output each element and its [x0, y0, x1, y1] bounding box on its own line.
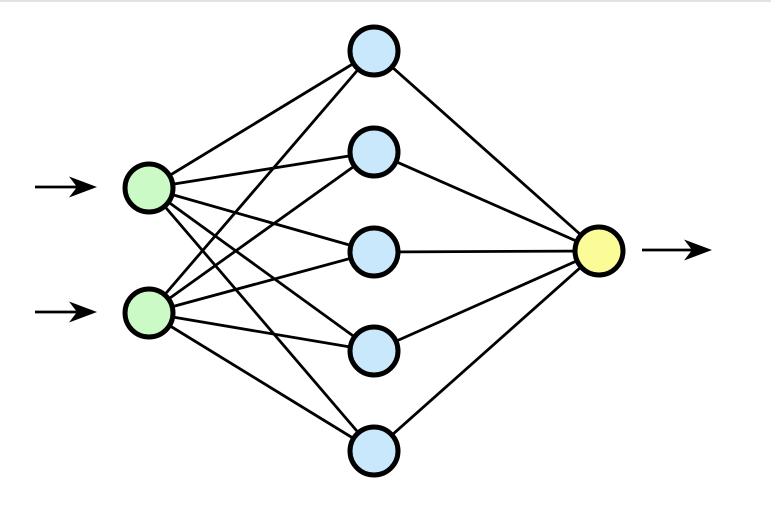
hidden-node-3 [347, 225, 401, 279]
hidden-node-5 [347, 424, 401, 478]
edge-i2-h1 [147, 50, 376, 314]
hidden-node-1 [347, 24, 401, 78]
edge-i1-h3 [148, 186, 375, 254]
input-arrow-2-head-icon [69, 301, 97, 323]
edge-i2-h2 [148, 150, 375, 315]
edge-h5-o1 [373, 249, 600, 453]
top-border-line [0, 0, 771, 2]
hidden-node-2 [347, 125, 401, 179]
edge-i2-h3 [148, 250, 375, 315]
output-arrow-head-icon [684, 239, 712, 261]
edge-i1-h5 [147, 187, 376, 452]
edge-h1-o1 [373, 49, 600, 253]
edge-i1-h2 [148, 150, 375, 190]
input-arrow-2 [35, 301, 97, 323]
output-arrow [642, 239, 712, 261]
edge-h3-o1 [373, 249, 600, 254]
input-node-2 [122, 286, 176, 340]
edge-i1-h4 [148, 186, 375, 353]
edge-h2-o1 [373, 150, 600, 253]
edge-i1-h1 [148, 49, 375, 190]
edge-i2-h4 [148, 311, 375, 353]
input-node-1 [122, 161, 176, 215]
hidden-node-4 [347, 324, 401, 378]
output-node [572, 224, 626, 278]
input-arrow-1 [35, 176, 97, 198]
edge-h4-o1 [373, 249, 600, 353]
input-arrow-1-head-icon [69, 176, 97, 198]
edge-i2-h5 [148, 311, 375, 453]
